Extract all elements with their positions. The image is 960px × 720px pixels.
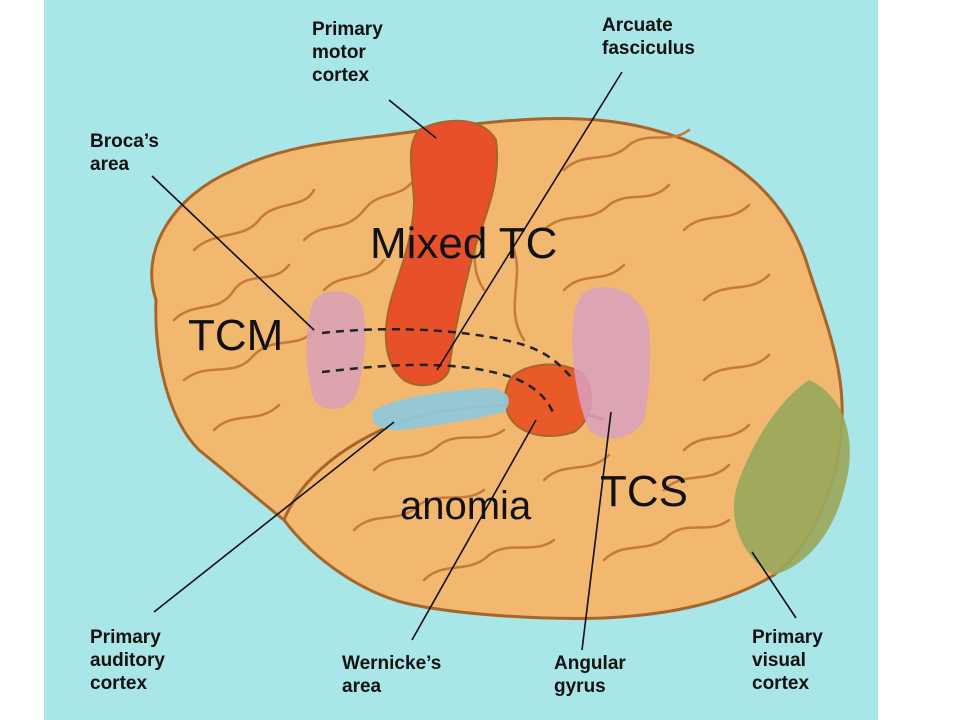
label-arcuate-fasciculus: Arcuate fasciculus: [602, 15, 695, 59]
label-brocas-area: Broca’s area: [90, 131, 159, 175]
overlay-mixed-tc: Mixed TC: [370, 219, 558, 268]
brain-illustration: [150, 71, 850, 651]
label-angular-gyrus: Angular gyrus: [554, 653, 626, 697]
brain-language-diagram: Primary motor cortex Arcuate fasciculus …: [44, 0, 878, 720]
brocas-area-region: [306, 290, 366, 410]
overlay-tcs: TCS: [600, 467, 688, 516]
arcuate-fasciculus-upper: [321, 327, 575, 381]
label-primary-auditory-cortex: Primary auditory cortex: [90, 627, 165, 694]
leader-arcuate-fasciculus: [436, 71, 623, 371]
leader-primary-visual-cortex: [751, 551, 797, 619]
label-wernickes-area: Wernicke’s area: [342, 653, 442, 697]
leader-wernickes-area: [411, 419, 537, 641]
overlay-tcm: TCM: [188, 311, 284, 360]
leader-primary-auditory-cortex: [153, 421, 395, 613]
overlay-anomia: anomia: [400, 484, 532, 528]
label-primary-visual-cortex: Primary visual cortex: [752, 627, 823, 694]
primary-motor-cortex-region: [384, 119, 499, 387]
primary-visual-cortex-region: [733, 380, 850, 575]
primary-auditory-cortex-region: [372, 388, 509, 431]
angular-gyrus-region: [572, 287, 651, 439]
arcuate-fasciculus-lower: [321, 363, 556, 416]
leader-lines: [151, 71, 797, 651]
leader-primary-motor-cortex: [388, 99, 437, 139]
label-primary-motor-cortex: Primary motor cortex: [312, 19, 383, 86]
leader-brocas-area: [151, 175, 315, 331]
leader-angular-gyrus: [581, 411, 612, 651]
